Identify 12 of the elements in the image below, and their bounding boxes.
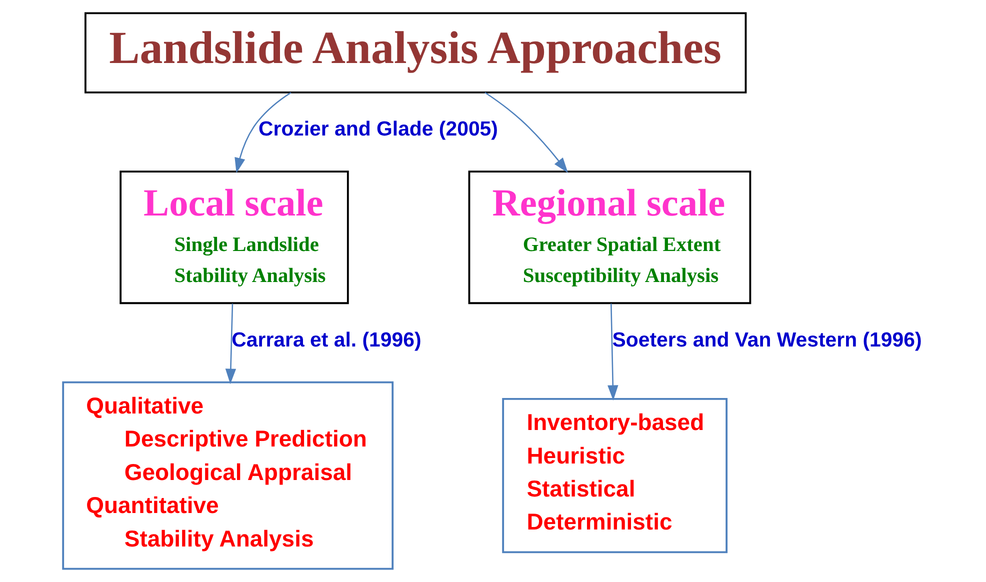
node-box: Inventory-based Heuristic Statistical Deterministic [502, 398, 728, 554]
node-box: Qualitative Descriptive Prediction Geological Appraisal Quantitative Stability Analysis [62, 381, 394, 570]
node-box: Landslide Analysis Approaches [84, 12, 746, 94]
arrow [484, 92, 568, 173]
arrow [607, 304, 618, 401]
edge-label: Carrara et al. (1996) [231, 329, 421, 352]
edge-label: Soeters and Van Western (1996) [612, 329, 922, 352]
arrow [234, 92, 291, 174]
node-box: Local scale Single Landslide Stability Analysis [119, 170, 348, 304]
arrow [224, 304, 236, 384]
node-box: Regional scale Greater Spatial Extent Susceptibility Analysis [468, 170, 751, 304]
edge-label: Crozier and Glade (2005) [258, 118, 498, 141]
